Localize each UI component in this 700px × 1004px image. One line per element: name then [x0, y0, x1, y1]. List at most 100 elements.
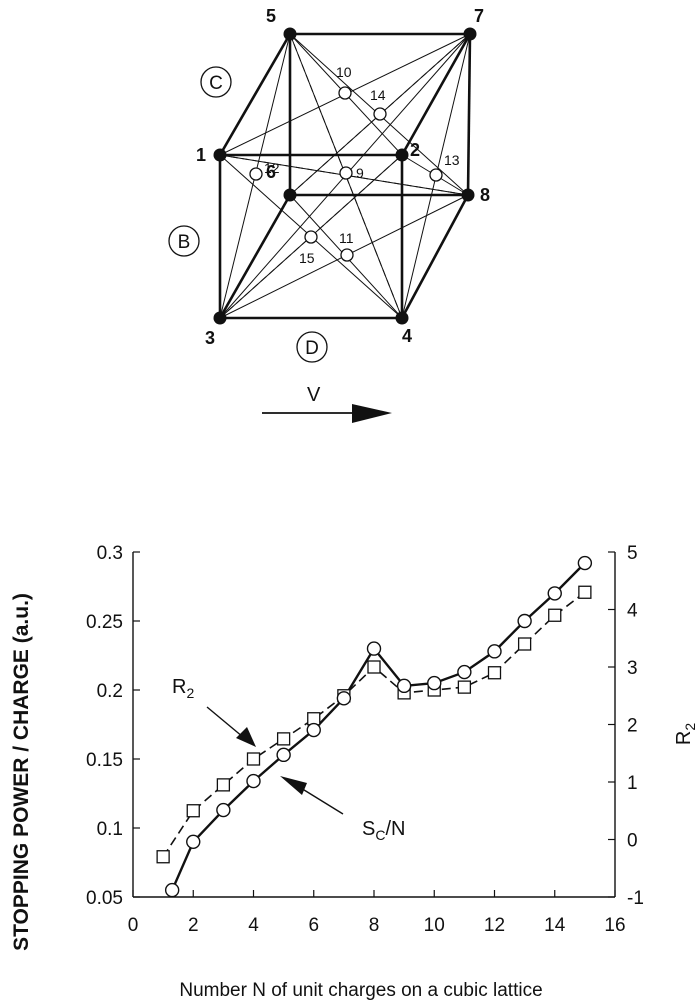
svg-text:R2: R2 — [673, 723, 698, 745]
r2-point — [307, 712, 321, 726]
center-14 — [373, 107, 387, 121]
sc-n-point — [164, 882, 180, 898]
sc-n-pointer-arrow — [280, 776, 344, 815]
vertex-label-5: 5 — [266, 6, 276, 26]
sc-n-point — [246, 773, 261, 789]
r2-point — [216, 778, 231, 792]
y2-tick-label: 1 — [627, 773, 638, 794]
vertex-label-1: 1 — [196, 145, 206, 165]
r2-point — [517, 637, 532, 651]
r2-point — [427, 683, 441, 697]
r2-point — [156, 850, 170, 864]
series-line-r2 — [162, 591, 586, 858]
plot-frame — [132, 552, 616, 898]
y2-tick-label: 2 — [627, 716, 638, 737]
center-label-12: 12 — [264, 160, 280, 176]
x-axis-title: Number N of unit charges on a cubic latt… — [179, 980, 542, 1001]
y-tick-label: 0.1 — [97, 819, 123, 840]
vertex-label-8: 8 — [480, 185, 490, 205]
y-tick-label: 0.25 — [86, 612, 123, 633]
y-axis-left-ticks: 0.050.10.150.20.250.3 — [86, 543, 140, 909]
center-label-14: 14 — [370, 87, 386, 103]
vertex-4 — [395, 311, 409, 325]
r2-point — [457, 680, 472, 694]
y2-tick-label: 3 — [627, 658, 638, 679]
sc-n-point — [547, 586, 562, 601]
vertex-7 — [463, 27, 477, 41]
sc-n-point — [276, 747, 291, 763]
y2-tick-label: 0 — [627, 831, 638, 852]
center-label-10: 10 — [336, 64, 352, 80]
x-tick-label: 4 — [248, 915, 259, 936]
sc-n-point — [577, 555, 593, 571]
r2-point — [367, 660, 381, 674]
vertex-3 — [213, 311, 227, 325]
r2-point — [246, 752, 261, 766]
face-label-c: C — [200, 66, 232, 98]
y-tick-label: 0.05 — [86, 888, 123, 909]
center-label-15: 15 — [299, 250, 315, 266]
center-label-9: 9 — [356, 165, 364, 181]
lattice-vertices — [213, 27, 477, 325]
r2-point — [548, 608, 562, 622]
sc-n-point — [186, 834, 201, 849]
y-tick-label: 0.15 — [86, 750, 123, 771]
vertex-6 — [283, 188, 297, 202]
vertex-label-6: 6 — [266, 162, 276, 182]
vertex-8 — [461, 188, 475, 202]
sc-n-point — [487, 644, 502, 659]
svg-text:B: B — [178, 232, 191, 253]
vertex-label-3: 3 — [205, 328, 215, 348]
lattice-cube-edges — [218, 32, 472, 320]
svg-text:SC/N: SC/N — [362, 818, 405, 843]
center-9 — [339, 166, 353, 180]
x-tick-label: 14 — [544, 915, 566, 936]
center-12 — [249, 167, 263, 181]
r2-point — [276, 732, 291, 746]
face-label-b: B — [168, 225, 200, 257]
r2-pointer-arrow — [206, 706, 256, 747]
r2-point — [578, 585, 592, 599]
svg-text:D: D — [305, 338, 319, 359]
series-label-r2: R2 — [172, 676, 194, 701]
sc-n-point — [457, 664, 472, 680]
sc-n-point — [366, 641, 382, 656]
r2-point — [487, 666, 502, 680]
center-label-11: 11 — [339, 230, 354, 246]
vertex-label-7: 7 — [474, 6, 484, 26]
r2-point — [186, 804, 200, 818]
center-10 — [338, 86, 352, 100]
x-tick-label: 8 — [369, 915, 380, 936]
series-label-sc-n: SC/N — [362, 818, 405, 843]
y-tick-label: 0.2 — [97, 681, 123, 702]
center-15 — [304, 230, 318, 244]
y2-tick-label: 5 — [627, 543, 638, 564]
sc-n-point — [336, 691, 352, 706]
x-tick-label: 0 — [128, 915, 139, 936]
y-axis-right-title: R2 — [673, 723, 698, 745]
vertex-1 — [213, 148, 227, 162]
x-tick-label: 16 — [604, 915, 625, 936]
vertex-2 — [395, 148, 409, 162]
series-line-sc-n — [171, 562, 586, 891]
svg-text:C: C — [209, 73, 223, 94]
vertex-label-4: 4 — [402, 326, 412, 346]
x-tick-label: 2 — [188, 915, 199, 936]
vertex-label-2: 2 — [410, 140, 420, 160]
sc-n-point — [306, 722, 321, 738]
center-13 — [429, 168, 443, 182]
sc-n-point — [396, 678, 412, 694]
face-label-d: D — [296, 331, 328, 363]
center-label-13: 13 — [444, 152, 460, 168]
svg-text:R2: R2 — [172, 676, 194, 701]
sc-n-point — [517, 613, 532, 629]
center-11 — [340, 248, 354, 262]
r2-point — [397, 686, 411, 700]
series-lines — [162, 562, 586, 891]
x-tick-label: 10 — [424, 915, 445, 936]
sc-n-point — [216, 802, 231, 818]
series-markers — [156, 555, 593, 898]
y2-tick-label: 4 — [627, 601, 638, 622]
